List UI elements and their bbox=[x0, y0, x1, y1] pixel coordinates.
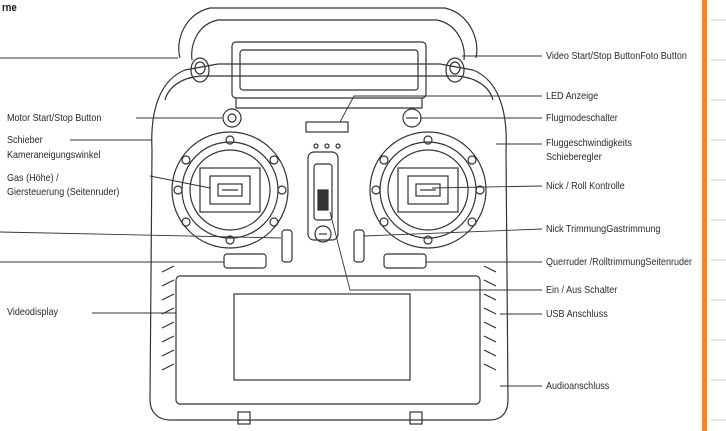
motor-start-button bbox=[222, 108, 242, 128]
led-strip bbox=[305, 121, 349, 133]
controller-body bbox=[149, 63, 509, 421]
label-gas-line2: Giersteuerung (Seitenruder) bbox=[7, 186, 120, 198]
label-schieber-line1: Schieber bbox=[7, 134, 43, 146]
carry-handle bbox=[178, 7, 478, 59]
right-foot bbox=[409, 411, 423, 425]
right-horizontal-trim bbox=[383, 253, 427, 269]
callout-lines-left bbox=[0, 57, 282, 314]
label-ein-aus: Ein / Aus Schalter bbox=[546, 284, 618, 296]
video-display-screen bbox=[233, 293, 411, 381]
antenna-housing bbox=[231, 41, 427, 99]
label-schieber-line2: Kameraneigungswinkel bbox=[7, 149, 101, 161]
label-flugmodeschalter: Flugmodeschalter bbox=[546, 112, 618, 124]
label-nick-trimmung: Nick TrimmungGastrimmung bbox=[546, 223, 661, 235]
label-led-anzeige: LED Anzeige bbox=[546, 90, 599, 102]
power-switch-assembly bbox=[307, 151, 339, 243]
sidebar-rules bbox=[711, 19, 726, 421]
video-display-frame bbox=[175, 275, 481, 405]
label-fluggeschwindigkeit-line1: Fluggeschwindigkeits bbox=[546, 137, 632, 149]
left-horizontal-trim bbox=[223, 253, 267, 269]
label-usb-anschluss: USB Anschluss bbox=[546, 308, 608, 320]
header-title-fragment: rne bbox=[2, 2, 17, 14]
label-nick-roll: Nick / Roll Kontrolle bbox=[546, 180, 625, 192]
accent-sidebar bbox=[702, 0, 726, 431]
label-audioanschluss: Audioanschluss bbox=[546, 380, 610, 392]
label-motor-start-stop: Motor Start/Stop Button bbox=[7, 112, 102, 124]
label-video-foto-button: Video Start/Stop ButtonFoto Button bbox=[546, 50, 687, 62]
callout-lines-right bbox=[329, 55, 543, 387]
label-querruder: Querruder /RolltrimmungSeitenruder bbox=[546, 256, 693, 268]
right-vertical-trim bbox=[353, 229, 365, 263]
left-grip-vents bbox=[161, 265, 175, 371]
left-foot bbox=[237, 411, 251, 425]
left-shoulder-button bbox=[190, 57, 210, 83]
label-videodisplay: Videodisplay bbox=[7, 306, 59, 318]
left-gimbal-assembly bbox=[171, 131, 289, 249]
right-grip-vents bbox=[483, 265, 497, 371]
right-shoulder-button bbox=[445, 57, 465, 83]
label-fluggeschwindigkeit-line2: Schieberegler bbox=[546, 151, 602, 163]
left-vertical-trim bbox=[281, 229, 293, 263]
flugmode-switch bbox=[402, 108, 422, 128]
right-gimbal-assembly bbox=[369, 131, 487, 249]
label-gas-line1: Gas (Höhe) / bbox=[7, 172, 59, 184]
